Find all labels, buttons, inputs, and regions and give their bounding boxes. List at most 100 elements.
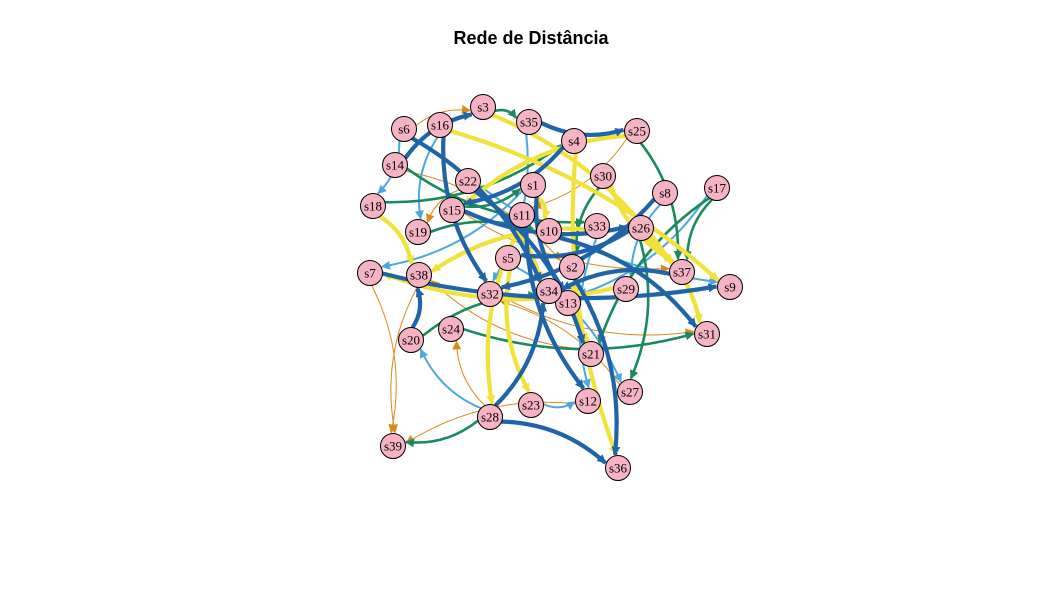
node-label: s38 bbox=[410, 268, 428, 283]
edge-s20-s38 bbox=[410, 287, 425, 329]
node-s11: s11 bbox=[509, 202, 535, 228]
node-circle bbox=[605, 455, 631, 481]
node-circle bbox=[438, 316, 464, 342]
node-label: s8 bbox=[659, 186, 671, 201]
node-circle bbox=[518, 392, 544, 418]
edge-s2-s36 bbox=[573, 278, 621, 456]
node-circle bbox=[509, 202, 535, 228]
node-circle bbox=[536, 278, 562, 304]
node-circle bbox=[398, 327, 424, 353]
node-label: s27 bbox=[621, 385, 640, 400]
node-label: s15 bbox=[443, 203, 461, 218]
node-circle bbox=[578, 341, 604, 367]
node-circle bbox=[559, 254, 585, 280]
node-label: s5 bbox=[502, 251, 514, 266]
node-s30: s30 bbox=[590, 163, 616, 189]
node-s2: s2 bbox=[559, 254, 585, 280]
node-circle bbox=[495, 245, 521, 271]
node-label: s20 bbox=[402, 333, 420, 348]
node-circle bbox=[516, 109, 542, 135]
node-label: s17 bbox=[708, 181, 727, 196]
node-label: s1 bbox=[527, 178, 539, 193]
node-label: s28 bbox=[481, 410, 499, 425]
edge-s38-s39 bbox=[389, 287, 418, 434]
node-circle bbox=[406, 262, 432, 288]
node-circle bbox=[652, 180, 678, 206]
node-label: s36 bbox=[609, 461, 628, 476]
edge-s24-s31 bbox=[463, 327, 695, 351]
edge-s28-s34 bbox=[493, 302, 548, 408]
node-s17: s17 bbox=[704, 175, 730, 201]
node-s36: s36 bbox=[605, 455, 631, 481]
node-label: s19 bbox=[409, 225, 427, 240]
edge-s17-s37 bbox=[682, 198, 714, 261]
edge-s28-s24 bbox=[452, 340, 486, 406]
node-label: s2 bbox=[566, 260, 578, 275]
node-label: s34 bbox=[540, 284, 559, 299]
node-label: s14 bbox=[386, 158, 405, 173]
node-label: s18 bbox=[364, 199, 382, 214]
edge-s21-s38 bbox=[430, 279, 580, 350]
node-label: s37 bbox=[673, 265, 692, 280]
node-circle bbox=[455, 168, 481, 194]
node-s34: s34 bbox=[536, 278, 562, 304]
node-circle bbox=[624, 118, 650, 144]
edge-s22-s19 bbox=[425, 189, 460, 224]
node-s15: s15 bbox=[439, 197, 465, 223]
node-s20: s20 bbox=[398, 327, 424, 353]
node-label: s24 bbox=[442, 322, 461, 337]
node-label: s12 bbox=[579, 394, 597, 409]
node-circle bbox=[380, 433, 406, 459]
edge-s16-s9 bbox=[450, 129, 720, 282]
node-label: s6 bbox=[398, 122, 410, 137]
node-s8: s8 bbox=[652, 180, 678, 206]
node-circle bbox=[717, 274, 743, 300]
node-circle bbox=[382, 152, 408, 178]
node-s16: s16 bbox=[427, 112, 453, 138]
node-label: s35 bbox=[520, 115, 538, 130]
node-s18: s18 bbox=[360, 193, 386, 219]
edge-s5-s23 bbox=[504, 269, 531, 393]
node-circle bbox=[584, 213, 610, 239]
edge-s28-s20 bbox=[419, 348, 482, 410]
node-s12: s12 bbox=[575, 388, 601, 414]
node-circle bbox=[470, 94, 496, 120]
node-label: s4 bbox=[568, 134, 580, 149]
edge-s26-s27 bbox=[629, 240, 650, 380]
node-label: s10 bbox=[540, 224, 558, 239]
node-circle bbox=[694, 321, 720, 347]
node-circle bbox=[590, 163, 616, 189]
node-s29: s29 bbox=[613, 276, 639, 302]
node-label: s3 bbox=[477, 100, 489, 115]
edge-s25-s11 bbox=[532, 138, 628, 210]
edge-s23-s12 bbox=[543, 401, 576, 411]
chart-title: Rede de Distância bbox=[453, 28, 609, 48]
node-s25: s25 bbox=[624, 118, 650, 144]
node-label: s16 bbox=[431, 118, 450, 133]
node-label: s22 bbox=[459, 174, 477, 189]
node-circle bbox=[477, 404, 503, 430]
edge-s28-s39 bbox=[405, 419, 479, 448]
node-label: s30 bbox=[594, 169, 612, 184]
node-label: s11 bbox=[513, 208, 531, 223]
node-s3: s3 bbox=[470, 94, 496, 120]
node-label: s33 bbox=[588, 219, 606, 234]
node-s1: s1 bbox=[520, 172, 546, 198]
node-circle bbox=[617, 379, 643, 405]
node-s39: s39 bbox=[380, 433, 406, 459]
node-label: s39 bbox=[384, 439, 402, 454]
edge-s18-s38 bbox=[378, 214, 415, 265]
edge-s17-s21 bbox=[597, 196, 711, 345]
node-label: s29 bbox=[617, 282, 635, 297]
node-s28: s28 bbox=[477, 404, 503, 430]
node-s32: s32 bbox=[477, 281, 503, 307]
node-circle bbox=[357, 260, 383, 286]
node-label: s9 bbox=[724, 280, 736, 295]
edge-s28-s36 bbox=[501, 419, 607, 465]
node-s19: s19 bbox=[405, 219, 431, 245]
node-s4: s4 bbox=[561, 128, 587, 154]
node-s22: s22 bbox=[455, 168, 481, 194]
node-s35: s35 bbox=[516, 109, 542, 135]
node-circle bbox=[575, 388, 601, 414]
